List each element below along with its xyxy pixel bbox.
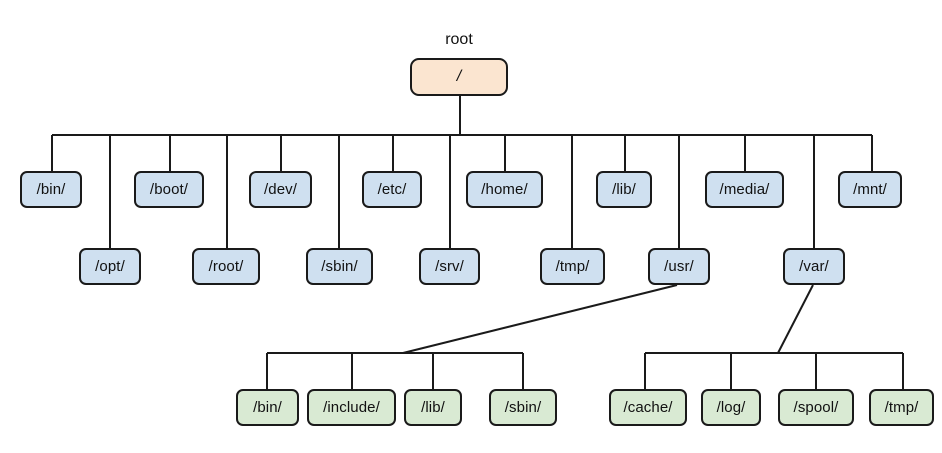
- node-label: /: [456, 68, 462, 85]
- node-label: /home/: [481, 181, 528, 198]
- node-var-child-cache-0[interactable]: /cache/: [609, 389, 687, 426]
- node-level1-var-14[interactable]: /var/: [783, 248, 845, 285]
- node-usr-child-sbin-3[interactable]: /sbin/: [489, 389, 557, 426]
- node-label: /bin/: [253, 399, 282, 416]
- node-usr-child-bin-0[interactable]: /bin/: [236, 389, 299, 426]
- node-label: /lib/: [421, 399, 445, 416]
- node-label: /var/: [799, 258, 829, 275]
- node-var-child-spool-2[interactable]: /spool/: [778, 389, 854, 426]
- node-label: /sbin/: [504, 399, 542, 416]
- node-label: /spool/: [793, 399, 839, 416]
- node-label: /etc/: [377, 181, 407, 198]
- node-label: /bin/: [36, 181, 66, 198]
- node-label: /dev/: [263, 181, 298, 198]
- node-level1-sbin-10[interactable]: /sbin/: [306, 248, 373, 285]
- node-label: /opt/: [95, 258, 125, 275]
- root-caption: root: [445, 31, 473, 48]
- node-level1-dev-2[interactable]: /dev/: [249, 171, 312, 208]
- node-label: /sbin/: [321, 258, 358, 275]
- node-usr-child-include-1[interactable]: /include/: [307, 389, 396, 426]
- node-level1-media-6[interactable]: /media/: [705, 171, 784, 208]
- node-level1-home-4[interactable]: /home/: [466, 171, 543, 208]
- node-var-child-tmp-3[interactable]: /tmp/: [869, 389, 934, 426]
- node-level1-tmp-12[interactable]: /tmp/: [540, 248, 605, 285]
- node-label: /cache/: [623, 399, 673, 416]
- node-label: /root/: [208, 258, 244, 275]
- node-level1-etc-3[interactable]: /etc/: [362, 171, 422, 208]
- node-label: /log/: [716, 399, 746, 416]
- node-label: /boot/: [149, 181, 189, 198]
- node-level1-root-9[interactable]: /root/: [192, 248, 260, 285]
- node-label: /media/: [719, 181, 770, 198]
- node-label: /tmp/: [884, 399, 919, 416]
- node-label: /mnt/: [853, 181, 887, 198]
- node-root-root[interactable]: /: [410, 58, 508, 96]
- node-var-child-log-1[interactable]: /log/: [701, 389, 761, 426]
- node-level1-usr-13[interactable]: /usr/: [648, 248, 710, 285]
- edge-usr-diagonal: [402, 284, 678, 354]
- node-label: /tmp/: [555, 258, 590, 275]
- node-level1-srv-11[interactable]: /srv/: [419, 248, 480, 285]
- node-label: /usr/: [664, 258, 694, 275]
- node-usr-child-lib-2[interactable]: /lib/: [404, 389, 462, 426]
- node-label: /lib/: [612, 181, 636, 198]
- edge-var-diagonal: [777, 284, 814, 354]
- node-level1-opt-8[interactable]: /opt/: [79, 248, 141, 285]
- node-label: /srv/: [435, 258, 464, 275]
- node-level1-boot-1[interactable]: /boot/: [134, 171, 204, 208]
- node-level1-mnt-7[interactable]: /mnt/: [838, 171, 902, 208]
- node-level1-bin-0[interactable]: /bin/: [20, 171, 82, 208]
- node-label: /include/: [323, 399, 380, 416]
- node-level1-lib-5[interactable]: /lib/: [596, 171, 652, 208]
